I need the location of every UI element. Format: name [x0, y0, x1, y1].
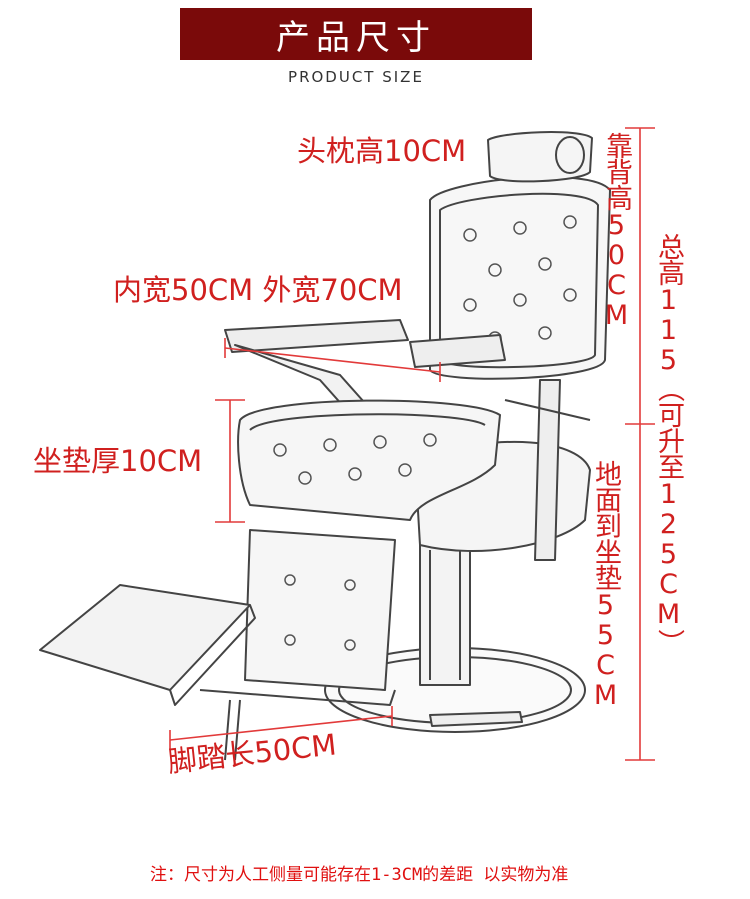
- armrest-right: [409, 334, 506, 368]
- cushion-thickness-label: 坐垫厚10CM: [33, 444, 203, 478]
- seat-tufting: [273, 433, 437, 485]
- leg-rest: [244, 529, 396, 691]
- footrest-length-line: [169, 715, 393, 741]
- chair-line-art: [39, 131, 611, 761]
- backrest: [429, 175, 611, 380]
- headrest: [487, 131, 593, 183]
- backrest-tufting: [463, 215, 577, 345]
- armrest-left: [224, 319, 409, 353]
- page-title: 产品尺寸: [276, 17, 436, 58]
- seat-cushion: [237, 399, 501, 521]
- backrest-height-label: 靠背高50CM: [601, 132, 632, 330]
- page-subtitle: PRODUCT SIZE: [288, 68, 424, 86]
- measurement-note: 注：尺寸为人工侧量可能存在1-3CM的差距 以实物为准: [150, 865, 569, 885]
- width-label: 内宽50CM 外宽70CM: [113, 273, 403, 307]
- total-height-label: 总高115（可升至125CM）: [653, 233, 684, 655]
- title-banner: 产品尺寸: [180, 8, 532, 60]
- width-line: [224, 347, 441, 373]
- hydraulic-column: [419, 544, 471, 686]
- dimension-lines: [169, 127, 655, 761]
- seat-height-label: 地面到坐垫55CM: [590, 460, 621, 710]
- headrest-height-label: 头枕高10CM: [297, 134, 467, 168]
- footrest-plate: [39, 584, 251, 691]
